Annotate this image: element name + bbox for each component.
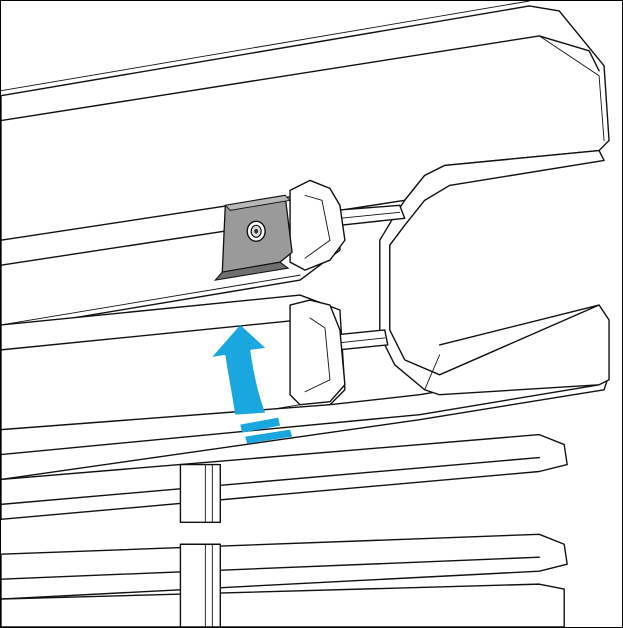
connector-tab-lower [334, 329, 389, 351]
grille-slot-lower [289, 299, 346, 406]
grille-slot-upper [289, 179, 346, 271]
lower-slats [1, 433, 568, 627]
curved-arrow-up-icon [212, 324, 293, 444]
vertical-posts [179, 463, 221, 627]
bracket [379, 149, 610, 396]
screw [246, 220, 266, 242]
